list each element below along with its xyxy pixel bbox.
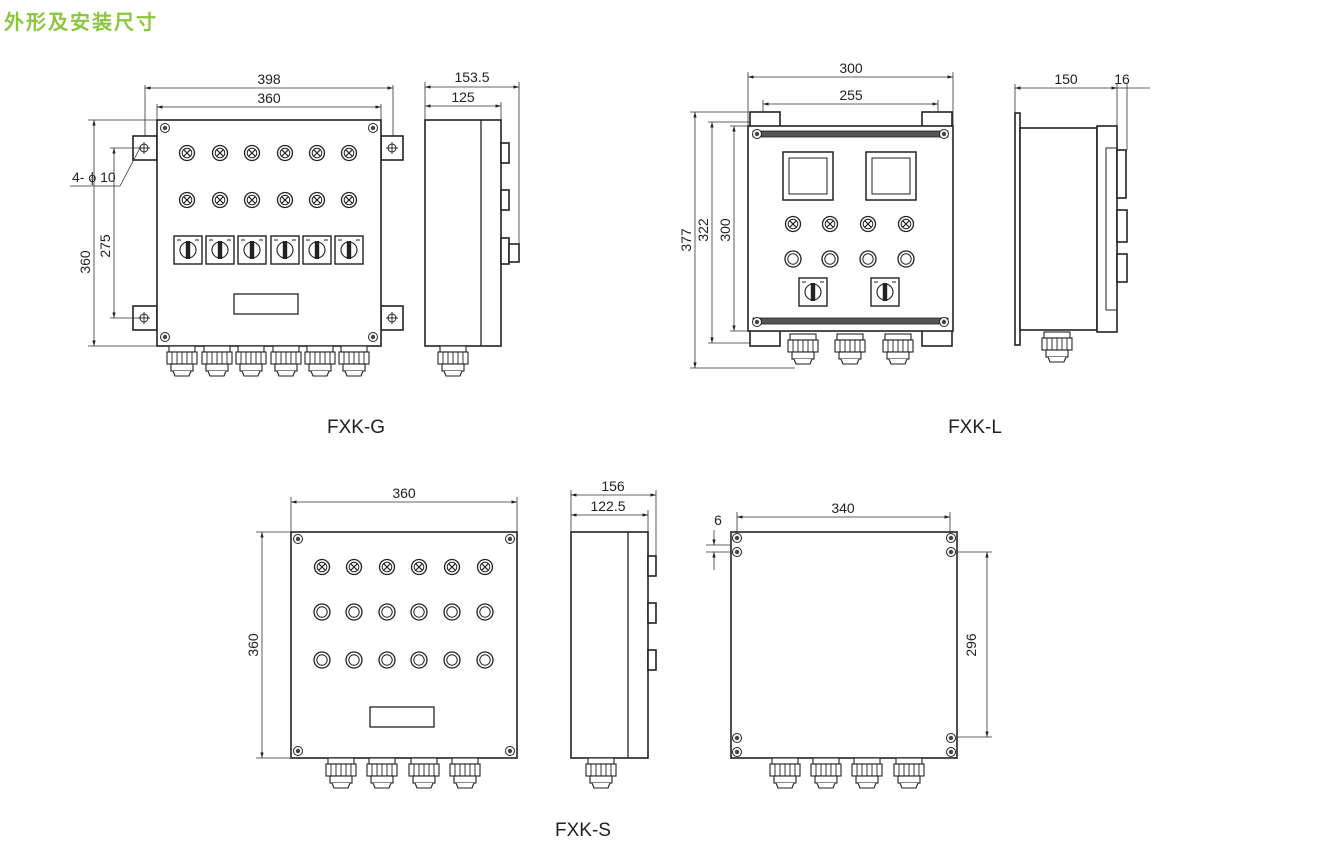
fxk-s-depth: 122.5 [590, 498, 625, 514]
fxk-s-height: 360 [245, 633, 261, 657]
fxk-g-inner-width: 360 [257, 90, 281, 106]
fxk-l-height-mid: 322 [695, 218, 711, 242]
fxk-l-width: 300 [839, 60, 863, 76]
fxk-g-depth: 125 [451, 89, 475, 105]
fxk-s-back-width: 340 [831, 500, 855, 516]
page-title: 外形及安装尺寸 [4, 10, 158, 34]
fxk-g-mount-height: 275 [97, 234, 113, 258]
fxk-l-front-view [690, 72, 954, 369]
fxk-g-depth-total: 153.5 [454, 69, 489, 85]
fxk-l-mount-width: 255 [839, 87, 863, 103]
fxk-l-height-total: 377 [678, 228, 694, 252]
fxk-g-holes: 4- ϕ 10 [72, 169, 116, 185]
fxk-s-side-view [570, 490, 657, 789]
fxk-l-caption: FXK-L [948, 417, 1002, 438]
fxk-g-front-view [70, 85, 404, 377]
fxk-l-side-view [1014, 84, 1150, 363]
fxk-g-outer-width: 398 [257, 71, 281, 87]
fxk-l-depth: 150 [1054, 71, 1078, 87]
fxk-s-back-height: 296 [963, 633, 979, 657]
fxk-g-caption: FXK-G [327, 417, 385, 438]
fxk-s-caption: FXK-S [555, 820, 611, 841]
fxk-s-back-view [706, 512, 992, 789]
fxk-l-height: 300 [717, 218, 733, 242]
fxk-s-depth-total: 156 [601, 478, 625, 494]
fxk-g-height: 360 [77, 250, 93, 274]
fxk-g-side-view [424, 82, 520, 377]
fxk-s-back-offset: 6 [714, 512, 722, 528]
fxk-l-depth-extra: 16 [1114, 71, 1130, 87]
fxk-s-width: 360 [392, 485, 416, 501]
fxk-s-front-view [256, 497, 518, 789]
